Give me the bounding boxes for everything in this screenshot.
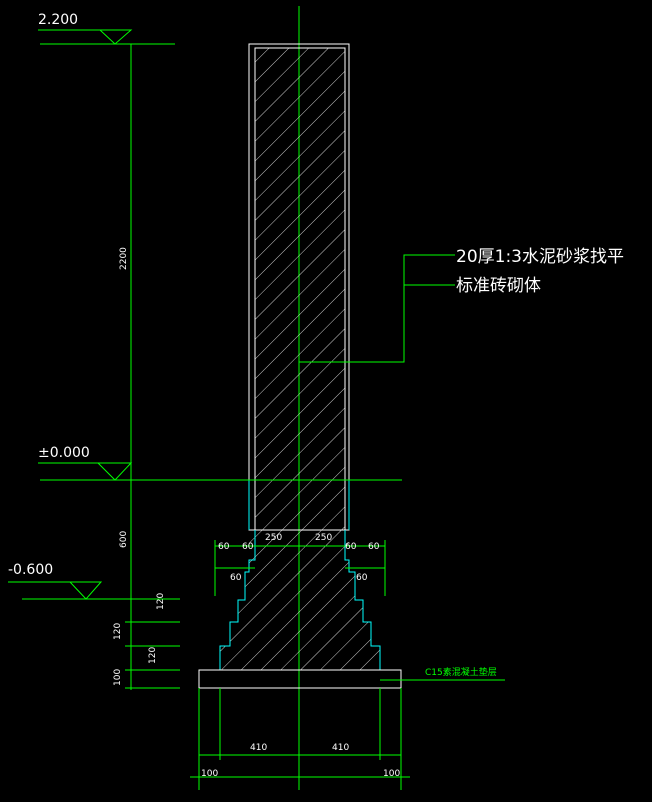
dim-60-r3: 60 <box>356 573 368 583</box>
foundation-right-steps <box>344 530 381 670</box>
dim-60-l3: 60 <box>230 573 242 583</box>
dim-250-right: 250 <box>315 533 332 543</box>
dim-60-r1: 60 <box>345 542 357 552</box>
dim-250-left: 250 <box>265 533 282 543</box>
level-symbol-top <box>99 29 133 45</box>
dim-100-left: 100 <box>201 769 218 779</box>
leader-plaster <box>299 254 455 363</box>
dim-600: 600 <box>119 531 129 548</box>
dim-120-c: 120 <box>148 647 158 664</box>
annotation-plaster: 20厚1:3水泥砂浆找平 <box>456 247 624 267</box>
dim-120-b: 120 <box>113 623 123 640</box>
foundation-left-steps <box>219 530 256 670</box>
dim-410-right: 410 <box>332 743 349 753</box>
dim-100-right: 100 <box>383 769 400 779</box>
dim-2200: 2200 <box>119 247 129 270</box>
dim-60-l2: 60 <box>242 542 254 552</box>
dim-100-cushion: 100 <box>113 669 123 686</box>
level-ground-text: ±0.000 <box>38 445 90 461</box>
annotation-masonry: 标准砖砌体 <box>456 276 541 296</box>
level-symbol-ground <box>97 462 133 481</box>
dim-120-a: 120 <box>156 593 166 610</box>
dim-60-r2: 60 <box>368 542 380 552</box>
masonry-hatch <box>220 48 380 670</box>
dim-410-left: 410 <box>250 743 267 753</box>
level-bottom-text: -0.600 <box>8 562 53 578</box>
annotation-cushion: C15素混凝土垫层 <box>425 666 497 678</box>
dim-60-l1: 60 <box>218 542 230 552</box>
cushion-layer <box>198 669 402 689</box>
level-symbol-bottom <box>69 581 103 600</box>
level-top-text: 2.200 <box>38 12 78 28</box>
